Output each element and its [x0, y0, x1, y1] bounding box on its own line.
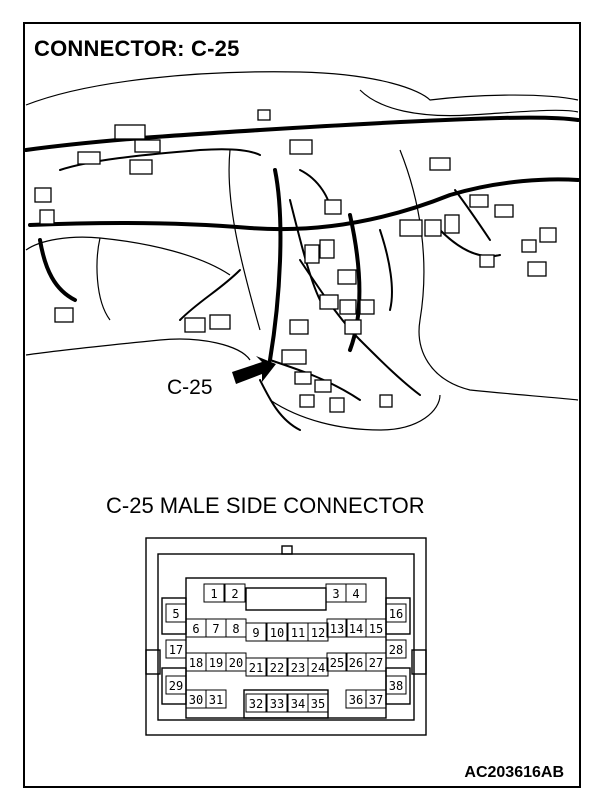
- pin-label: 16: [389, 607, 403, 621]
- pin-cell: [266, 622, 288, 642]
- pin-cell: [307, 693, 329, 713]
- pin-label: 18: [189, 656, 203, 670]
- pin-cell: [326, 618, 348, 638]
- pin-label: 28: [389, 643, 403, 657]
- pin-label: 7: [212, 622, 219, 636]
- pin-label: 38: [389, 679, 403, 693]
- pin-label: 11: [291, 626, 305, 640]
- pin-cell: [307, 622, 329, 642]
- pin-label: 13: [330, 622, 344, 636]
- pin-label: 37: [369, 693, 383, 707]
- pin-cell: [266, 657, 288, 677]
- pin-cell: [224, 583, 246, 603]
- callout-label: C-25: [167, 376, 213, 399]
- pin-cell: [165, 675, 187, 695]
- pin-cell: [165, 603, 187, 623]
- pin-label: 12: [311, 626, 325, 640]
- pin-label: 3: [332, 587, 339, 601]
- pin-label: 17: [169, 643, 183, 657]
- pin-label: 33: [270, 697, 284, 711]
- pin-cell: [203, 583, 225, 603]
- pin-cell: [266, 693, 288, 713]
- pin-label: 9: [252, 626, 259, 640]
- pin-label: 29: [169, 679, 183, 693]
- pin-cell: [165, 639, 187, 659]
- pin-label: 25: [330, 656, 344, 670]
- pin-label: 1: [210, 587, 217, 601]
- figure-code: AC203616AB: [464, 764, 564, 781]
- pin-cell: [205, 689, 227, 709]
- pin-label: 19: [209, 656, 223, 670]
- pin-label: 10: [270, 626, 284, 640]
- pin-label: 6: [192, 622, 199, 636]
- figure-frame: [23, 22, 581, 788]
- pin-label: 23: [291, 661, 305, 675]
- pin-cell: [345, 583, 367, 603]
- pin-label: 14: [349, 622, 363, 636]
- pin-cell: [385, 639, 407, 659]
- pin-cell: [385, 675, 407, 695]
- pin-label: 21: [249, 661, 263, 675]
- connector-title: C-25 MALE SIDE CONNECTOR: [106, 493, 425, 518]
- pin-label: 2: [231, 587, 238, 601]
- pin-label: 30: [189, 693, 203, 707]
- pin-cell: [307, 657, 329, 677]
- pin-cell: [326, 652, 348, 672]
- pin-label: 27: [369, 656, 383, 670]
- pin-label: 20: [229, 656, 243, 670]
- pin-label: 35: [311, 697, 325, 711]
- pin-cell: [245, 657, 267, 677]
- page-title: CONNECTOR: C-25: [34, 36, 240, 61]
- pin-label: 24: [311, 661, 325, 675]
- pin-label: 8: [232, 622, 239, 636]
- pin-cell: [245, 693, 267, 713]
- pin-cell: [365, 618, 387, 638]
- pin-cell: [385, 603, 407, 623]
- pin-label: 22: [270, 661, 284, 675]
- pin-label: 4: [352, 587, 359, 601]
- pin-label: 36: [349, 693, 363, 707]
- pin-label: 34: [291, 697, 305, 711]
- pin-label: 26: [349, 656, 363, 670]
- pin-label: 5: [172, 607, 179, 621]
- pin-cell: [365, 689, 387, 709]
- pin-label: 31: [209, 693, 223, 707]
- pin-cell: [365, 652, 387, 672]
- pin-cell: [245, 622, 267, 642]
- pin-label: 15: [369, 622, 383, 636]
- pin-label: 32: [249, 697, 263, 711]
